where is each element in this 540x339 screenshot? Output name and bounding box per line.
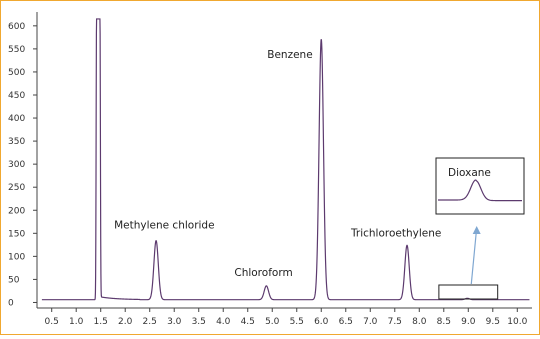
y-tick-label: 400 xyxy=(8,114,25,124)
x-tick-label: 0.5 xyxy=(45,317,59,327)
y-tick-label: 500 xyxy=(8,68,25,78)
x-tick-label: 7.5 xyxy=(388,317,402,327)
y-tick-label: 200 xyxy=(8,206,25,216)
y-tick-label: 300 xyxy=(8,160,25,170)
x-tick-label: 9.5 xyxy=(486,317,500,327)
y-tick-label: 550 xyxy=(8,45,25,55)
y-tick-label: 100 xyxy=(8,252,25,262)
inset-trace xyxy=(438,179,522,202)
inset-arrow xyxy=(470,231,477,285)
x-tick-label: 8.0 xyxy=(412,317,427,327)
x-tick-label: 3.0 xyxy=(167,317,182,327)
x-tick-label: 10.0 xyxy=(507,317,527,327)
y-tick-label: 350 xyxy=(8,137,25,147)
y-tick-label: 600 xyxy=(8,22,25,32)
peak-label: Methylene chloride xyxy=(114,220,214,232)
dioxane-highlight-box xyxy=(438,284,499,300)
x-tick-label: 6.0 xyxy=(314,317,329,327)
y-tick-label: 0 xyxy=(8,298,14,308)
dioxane-inset: Dioxane xyxy=(435,157,525,215)
x-tick-label: 5.0 xyxy=(265,317,280,327)
y-tick-label: 50 xyxy=(8,275,20,285)
inset-arrowhead xyxy=(472,226,481,234)
x-tick-label: 8.5 xyxy=(437,317,451,327)
x-tick-label: 1.0 xyxy=(69,317,84,327)
inset-label: Dioxane xyxy=(448,167,491,179)
x-tick-label: 6.5 xyxy=(339,317,353,327)
peak-label: Chloroform xyxy=(234,267,292,279)
x-tick-label: 2.0 xyxy=(118,317,133,327)
y-ticks: 0 50 100 150 200 250 300 350 400 450 500 550 600 xyxy=(8,22,37,308)
peak-label: Trichloroethylene xyxy=(350,227,441,239)
x-tick-label: 7.0 xyxy=(363,317,378,327)
x-tick-label: 4.5 xyxy=(241,317,255,327)
y-tick-label: 250 xyxy=(8,183,25,193)
peak-label: Benzene xyxy=(267,49,312,61)
x-tick-label: 1.5 xyxy=(94,317,108,327)
x-tick-label: 3.5 xyxy=(192,317,206,327)
x-tick-label: 2.5 xyxy=(143,317,157,327)
x-ticks: 0.5 1.0 1.5 2.0 2.5 3.0 3.5 4.0 4.5 5.0 5.5 6.0 6.5 7… xyxy=(45,308,528,327)
chromatogram-trace xyxy=(41,18,530,301)
x-tick-label: 4.0 xyxy=(216,317,231,327)
x-tick-label: 9.0 xyxy=(461,317,476,327)
y-tick-label: 150 xyxy=(8,229,25,239)
y-tick-label: 450 xyxy=(8,91,25,101)
x-tick-label: 5.5 xyxy=(290,317,304,327)
